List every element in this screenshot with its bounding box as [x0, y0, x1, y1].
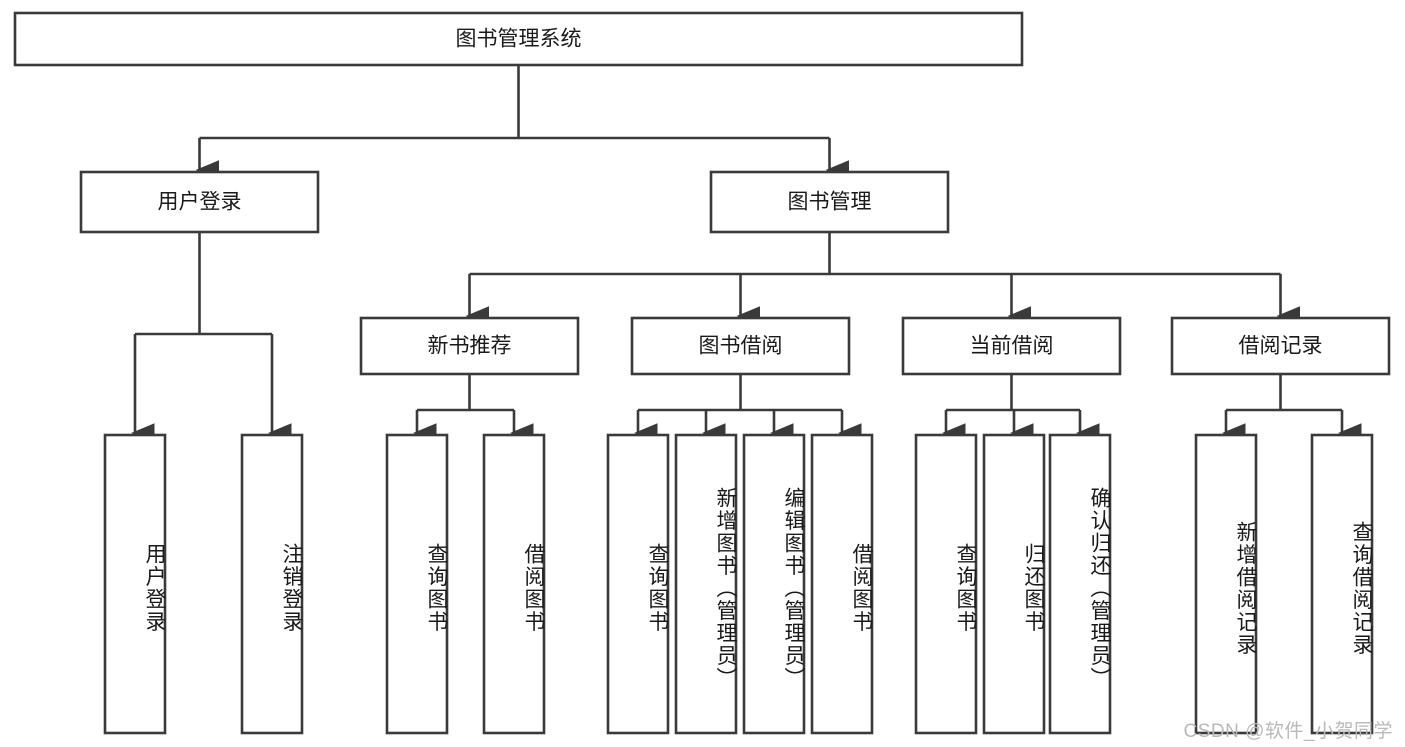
node-box-l-return-book: [982, 433, 1046, 735]
node-box-user-login: [79, 170, 320, 234]
node-label-borrow-record: 借阅记录: [1239, 335, 1323, 358]
node-box-l-query-book-1: [385, 433, 449, 735]
node-box-book-borrow: [630, 316, 851, 376]
node-box-l-edit-book: [742, 433, 806, 735]
node-box-root: [13, 11, 1024, 67]
node-label-current-borrow: 当前借阅: [970, 335, 1054, 358]
node-box-l-borrow-book-2: [810, 433, 874, 735]
node-label-book-manage: 图书管理: [788, 191, 872, 214]
node-box-l-add-book: [674, 433, 738, 735]
node-box-new-book-rec: [359, 316, 580, 376]
connector-lines: [131, 65, 1362, 443]
node-box-l-query-record: [1310, 433, 1374, 735]
node-box-book-manage: [709, 170, 950, 234]
node-box-l-borrow-book-1: [482, 433, 546, 735]
node-label-book-borrow: 图书借阅: [699, 335, 783, 358]
node-label-user-login: 用户登录: [158, 191, 242, 214]
node-box-l-confirm-return: [1048, 433, 1112, 735]
node-box-l-add-record: [1194, 433, 1258, 735]
node-box-current-borrow: [901, 316, 1122, 376]
node-boxes: [13, 11, 1391, 735]
node-box-leaf-user-login: [103, 433, 167, 735]
node-box-l-query-book-3: [914, 433, 978, 735]
node-box-leaf-logout: [240, 433, 304, 735]
node-box-l-query-book-2: [606, 433, 670, 735]
node-box-borrow-record: [1170, 316, 1391, 376]
node-label-new-book-rec: 新书推荐: [428, 335, 512, 358]
node-label-root: 图书管理系统: [456, 28, 582, 51]
watermark-text: CSDN @软件_小贺同学: [1183, 721, 1393, 742]
